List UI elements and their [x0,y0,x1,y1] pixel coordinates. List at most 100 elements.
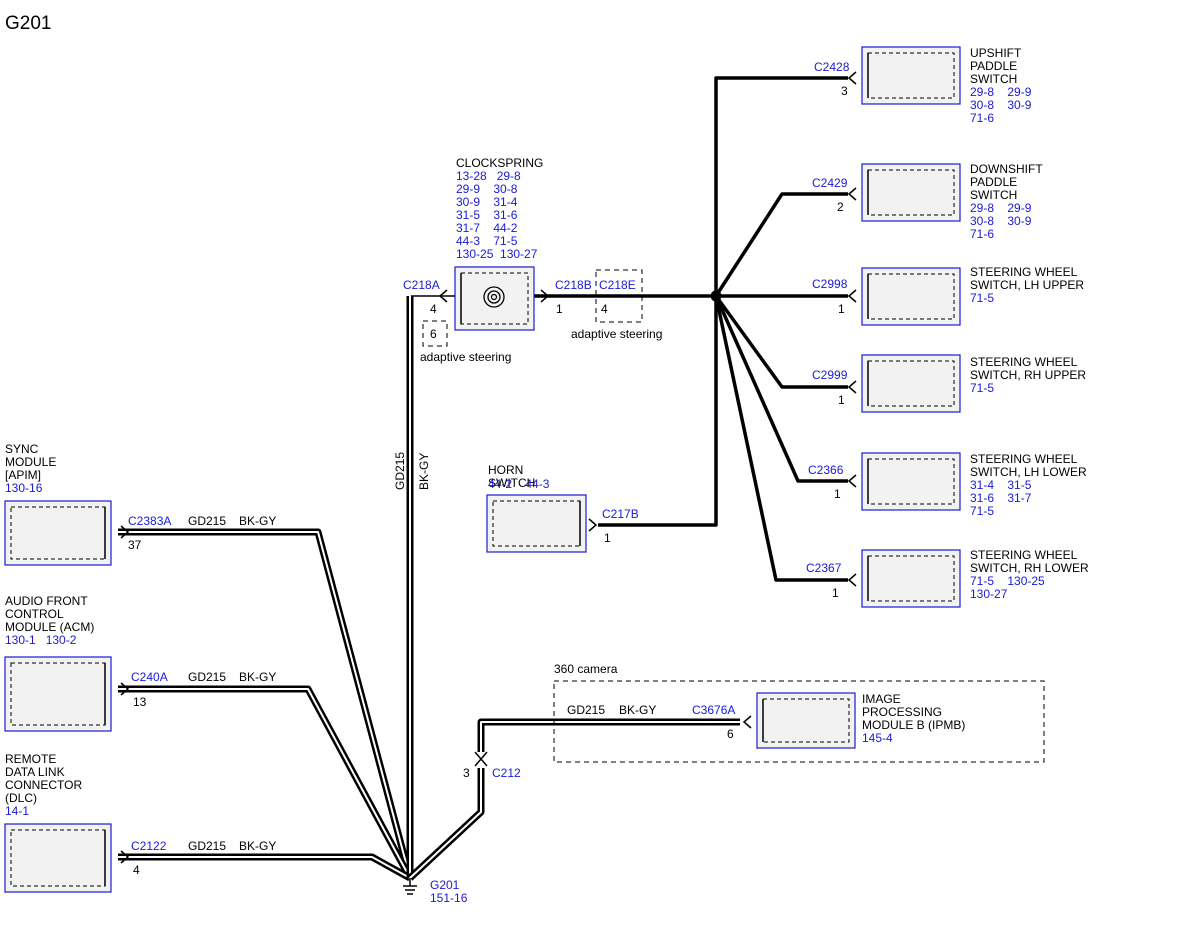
dlc-name-1: REMOTE [5,752,56,766]
dlc-circuit: GD215 [188,839,226,853]
sync-pin: 37 [128,538,142,552]
rh-lower-ref-2: 130-27 [970,587,1008,601]
ipmb-ref-1: 145-4 [862,731,893,745]
vertical-circuit-label: GD215 [393,452,407,490]
lh-upper-name-2: SWITCH, LH UPPER [970,278,1084,292]
sync-circuit: GD215 [188,514,226,528]
rh-lower-name-1: STEERING WHEEL [970,548,1078,562]
downshift-paddle-switch[interactable] [861,163,961,222]
sync-name-3: [APIM] [5,468,41,482]
upshift-ref-1: 29-8 29-9 [970,85,1032,99]
acm-name-3: MODULE (ACM) [5,620,94,634]
downshift-ref-1: 29-8 29-9 [970,201,1032,215]
c212-connector: C212 [492,766,521,780]
page-title: G201 [5,13,51,34]
clockspring-ref-5: 31-7 44-2 [456,221,518,235]
sync-name-2: MODULE [5,455,56,469]
ground-symbol [403,878,417,895]
dlc-name-3: CONNECTOR [5,778,82,792]
remote-data-link-connector[interactable] [4,823,112,893]
horn-pin: 1 [604,531,611,545]
sync-ref-1: 130-16 [5,481,43,495]
splice-wires [533,76,848,582]
connector-arrow-icon [588,518,598,532]
upshift-ref-3: 71-6 [970,111,994,125]
downshift-ref-2: 30-8 30-9 [970,214,1032,228]
image-processing-module-b[interactable] [756,692,856,749]
upshift-name-3: SWITCH [970,72,1017,86]
acm-circuit: GD215 [188,670,226,684]
ipmb-color: BK-GY [619,703,656,717]
adaptive-steering-note-a: adaptive steering [420,350,511,364]
steering-wheel-switch-lh-upper[interactable] [861,267,961,326]
acm-connector: C240A [131,670,168,684]
sync-module[interactable] [4,500,112,566]
clockspring-ref-3: 30-9 31-4 [456,195,518,209]
downshift-ref-3: 71-6 [970,227,994,241]
downshift-connector: C2429 [812,176,848,190]
rh-upper-name-1: STEERING WHEEL [970,355,1078,369]
connector-arrow-icon [847,573,857,587]
ipmb-name-3: MODULE B (IPMB) [862,718,965,732]
dlc-ref-1: 14-1 [5,804,29,818]
rh-lower-ref-1: 71-5 130-25 [970,574,1045,588]
upshift-ref-2: 30-8 30-9 [970,98,1032,112]
clockspring-connector-e: C218E [599,278,636,292]
steering-wheel-switch-rh-lower[interactable] [861,549,961,608]
c212-pin: 3 [463,766,470,780]
clockspring-pin-b: 1 [556,302,563,316]
upshift-paddle-switch[interactable] [861,46,961,105]
audio-front-control-module[interactable] [4,656,112,732]
dlc-name-2: DATA LINK [5,765,65,779]
clockspring-alt-pin: 6 [430,327,437,341]
ground-harness [118,296,740,882]
dlc-pin: 4 [133,863,140,877]
rh-upper-ref-1: 71-5 [970,381,994,395]
horn-name-2: SWITCH [488,476,535,490]
horn-connector: C217B [602,507,639,521]
connector-arrow-icon [847,187,857,201]
connector-arrow-icon [847,289,857,303]
horn-switch[interactable] [486,494,587,553]
dlc-connector: C2122 [131,839,167,853]
connector-arrow-icon [120,525,130,539]
connector-arrow-icon [120,850,130,864]
upshift-pin: 3 [841,84,848,98]
ipmb-pin: 6 [727,727,734,741]
connector-arrow-icon [120,682,130,696]
connector-arrow-icon [742,715,752,729]
ipmb-circuit: GD215 [567,703,605,717]
upshift-name-2: PADDLE [970,59,1017,73]
vertical-color-label: BK-GY [417,453,431,490]
downshift-name-1: DOWNSHIFT [970,162,1043,176]
rh-lower-name-2: SWITCH, RH LOWER [970,561,1089,575]
dlc-name-4: (DLC) [5,791,37,805]
adaptive-pin-box [422,320,448,347]
ground-ref: 151-16 [430,891,468,905]
clockspring-pin-a: 4 [430,302,437,316]
ipmb-name-2: PROCESSING [862,705,942,719]
connector-arrow-icon [847,71,857,85]
rh-lower-pin: 1 [832,586,839,600]
horn-name-1: HORN [488,463,523,477]
ground-label: G201 [430,878,460,892]
steering-wheel-switch-rh-upper[interactable] [861,354,961,413]
acm-pin: 13 [133,695,147,709]
horn-ref-text: 44-2 44-3 [488,477,550,491]
clockspring-name: CLOCKSPRING [456,156,543,170]
clockspring-ref-6: 44-3 71-5 [456,234,518,248]
clockspring[interactable] [454,266,535,331]
lh-upper-connector: C2998 [812,277,848,291]
lh-lower-ref-1: 31-4 31-5 [970,478,1032,492]
steering-wheel-switch-lh-lower[interactable] [861,452,961,511]
lh-upper-name-1: STEERING WHEEL [970,265,1078,279]
ipmb-connector: C3676A [692,703,735,717]
lh-lower-pin: 1 [834,487,841,501]
lh-lower-ref-2: 31-6 31-7 [970,491,1032,505]
upshift-connector: C2428 [814,60,850,74]
connector-arrow-icon [847,474,857,488]
lh-upper-pin: 1 [838,302,845,316]
lh-upper-ref-1: 71-5 [970,291,994,305]
sync-color: BK-GY [239,514,276,528]
